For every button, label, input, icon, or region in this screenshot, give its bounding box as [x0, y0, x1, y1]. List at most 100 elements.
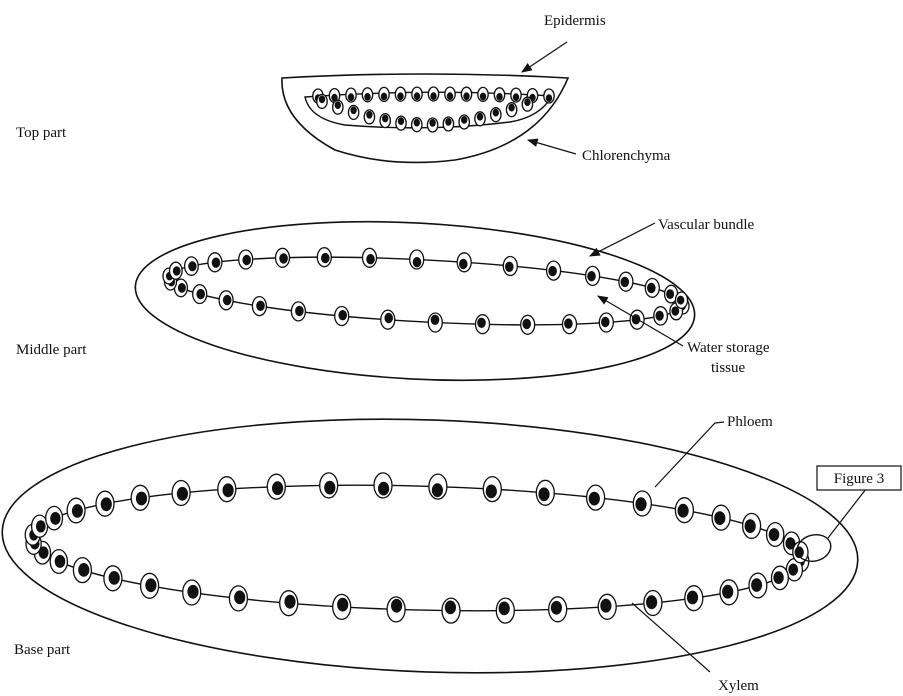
top-part-bundle: [511, 88, 521, 102]
base-part-bundle: [320, 473, 338, 498]
middle-part-bundles: [163, 248, 689, 335]
base-part-bundle: [483, 477, 501, 502]
middle-part-label: Middle part: [16, 342, 87, 358]
base-part-bundle: [50, 550, 67, 574]
middle-part-bundle: [335, 307, 349, 326]
middle-part-bundle: [381, 310, 395, 329]
top-part-bundle: [544, 89, 554, 103]
middle-part-bundle: [586, 266, 600, 285]
base-part-bundle: [218, 477, 236, 502]
top-part-section: [282, 74, 568, 162]
base-part-bundle: [644, 591, 662, 616]
base-part-section: [0, 405, 862, 687]
top-part-bundle: [428, 87, 438, 101]
top-part-bundle: [412, 118, 422, 132]
top-part-bundle: [317, 94, 327, 108]
base-part-bundle: [141, 573, 159, 598]
top-part-bundle: [379, 87, 389, 101]
top-part-bundle: [475, 112, 485, 126]
middle-part-bundle: [457, 253, 471, 272]
middle-part-bundle: [239, 250, 253, 269]
base-part-bundle: [767, 523, 784, 547]
top-part-bundle: [346, 88, 356, 102]
chlorenchyma-arrow: [528, 140, 576, 154]
top-part-bundle: [380, 114, 390, 128]
middle-part-bundle: [563, 315, 577, 334]
top-part-bundle: [412, 87, 422, 101]
base-part-bundle: [496, 598, 514, 623]
vascular-bundle-label: Vascular bundle: [658, 217, 755, 233]
middle-part-bundle: [547, 261, 561, 280]
top-part-bundle: [491, 108, 501, 122]
base-part-label: Base part: [14, 642, 71, 658]
base-part-bundle: [549, 597, 567, 622]
base-part-bundle: [104, 566, 122, 591]
xylem-label: Xylem: [718, 678, 759, 694]
water-storage-label-line1: Water storage: [687, 340, 770, 356]
middle-part-bundle: [363, 248, 377, 267]
top-part-bundle: [506, 103, 516, 117]
top-part-bundle: [362, 88, 372, 102]
base-part-bundle: [743, 513, 761, 538]
epidermis-arrow: [522, 42, 567, 72]
base-part-bundle: [374, 473, 392, 498]
base-part-bundles: [25, 473, 809, 623]
middle-part-bundle: [252, 297, 266, 316]
middle-part-bundle: [599, 313, 613, 332]
middle-part-bundle: [676, 292, 688, 308]
vascular-bundle-arrow: [590, 223, 655, 256]
base-part-bundle: [131, 485, 149, 510]
base-part-bundle: [720, 580, 738, 605]
middle-part-bundle: [193, 285, 207, 304]
middle-part-bundle: [521, 315, 535, 334]
top-part-bundle: [461, 87, 471, 101]
middle-part-section: [131, 208, 698, 393]
top-part-bundle: [364, 110, 374, 124]
base-part-bundle: [67, 498, 85, 523]
middle-part-bundle: [208, 253, 222, 272]
top-part-bundle: [445, 87, 455, 101]
base-part-bundle: [749, 573, 767, 598]
chlorenchyma-label: Chlorenchyma: [582, 148, 671, 164]
base-part-bundle: [333, 594, 351, 619]
middle-part-bundle: [645, 279, 659, 298]
middle-part-bundle: [410, 250, 424, 269]
epidermis-label: Epidermis: [544, 13, 606, 29]
top-part-bundle: [333, 100, 343, 114]
base-part-bundle: [587, 485, 605, 510]
middle-part-bundle: [619, 272, 633, 291]
phloem-label: Phloem: [727, 414, 773, 430]
base-part-bundle: [387, 597, 405, 622]
top-part-bundle: [395, 87, 405, 101]
base-part-bundle: [772, 566, 789, 589]
base-part-bundle: [442, 598, 460, 623]
base-part-bundle: [685, 586, 703, 611]
base-part-bundle: [712, 505, 730, 530]
base-part-bundle: [172, 481, 190, 506]
top-part-bundle: [427, 118, 437, 132]
base-part-bundle: [536, 480, 554, 505]
middle-part-bundle: [185, 257, 199, 275]
middle-part-bundle: [317, 248, 331, 267]
base-part-bundle: [46, 506, 63, 529]
middle-part-leaf-outline: [131, 208, 698, 393]
middle-part-bundle: [276, 248, 290, 267]
middle-part-bundle: [170, 262, 183, 279]
water-storage-label-line2: tissue: [711, 360, 746, 376]
leader-lines: [522, 42, 866, 672]
top-part-bundle: [459, 115, 469, 129]
base-part-bundle: [267, 474, 285, 499]
top-part-bundle: [443, 117, 453, 131]
top-part-bundle: [478, 87, 488, 101]
base-part-bundle: [675, 498, 693, 523]
base-part-bundle: [96, 491, 114, 516]
figure3-label: Figure 3: [834, 471, 884, 487]
base-part-bundle: [280, 591, 298, 616]
middle-part-bundle: [428, 313, 442, 332]
base-part-bundle: [73, 558, 91, 583]
middle-part-bundle: [503, 257, 517, 276]
base-part-bundle: [229, 586, 247, 611]
base-part-bundle: [633, 491, 651, 516]
middle-part-bundle: [630, 310, 644, 329]
